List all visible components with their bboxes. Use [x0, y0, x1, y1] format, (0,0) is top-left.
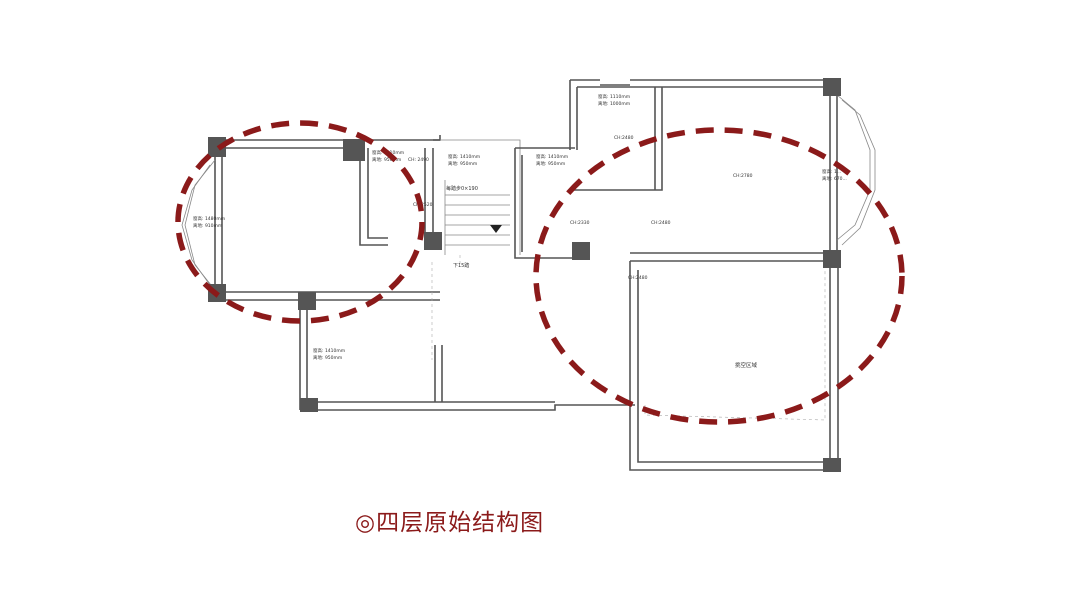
ch-2480-a-label: CH:2480: [614, 135, 634, 141]
walls: [181, 79, 876, 471]
window-right-label-2: 离地: 670...: [822, 175, 847, 182]
columns: [208, 78, 841, 472]
ch-2490-label: CH: 2490: [408, 157, 429, 163]
void-area-label: 挑空区域: [735, 361, 758, 369]
window-bottom-label-2: 离地: 950mm: [313, 354, 342, 361]
ch-2480-c-label: CH:2480: [628, 275, 648, 281]
ch-2330-label: CH:2330: [570, 220, 590, 226]
window-left-label-2: 离地: 910mm: [193, 222, 222, 229]
window-top4-label-1: 窗高: 1110mm: [598, 93, 630, 100]
diagram-caption: ◎四层原始结构图: [355, 510, 545, 536]
window-top2-label-2: 离地: 950mm: [448, 160, 477, 167]
highlight-ellipse-right: [533, 127, 905, 425]
window-top4-label-2: 离地: 1000mm: [598, 100, 630, 107]
ch-2480-b-label: CH:2480: [651, 220, 671, 226]
stair-down-label: 下15踏: [453, 262, 469, 269]
ch-2780-label: CH:2780: [733, 173, 753, 179]
window-top3-label-1: 窗高: 1410mm: [536, 153, 568, 160]
window-right-label-1: 窗高: 1...: [822, 168, 841, 175]
window-top1-label-2: 离地: 950mm: [372, 156, 401, 163]
window-bottom-label-1: 窗高: 1410mm: [313, 347, 345, 354]
highlight-ellipse-left: [175, 120, 425, 324]
window-top2-label-1: 窗高: 1410mm: [448, 153, 480, 160]
stair-steps-label: 每踏步0×190: [446, 185, 478, 192]
window-top3-label-2: 离地: 950mm: [536, 160, 565, 167]
window-left-label-1: 窗高: 1480mm: [193, 215, 225, 222]
